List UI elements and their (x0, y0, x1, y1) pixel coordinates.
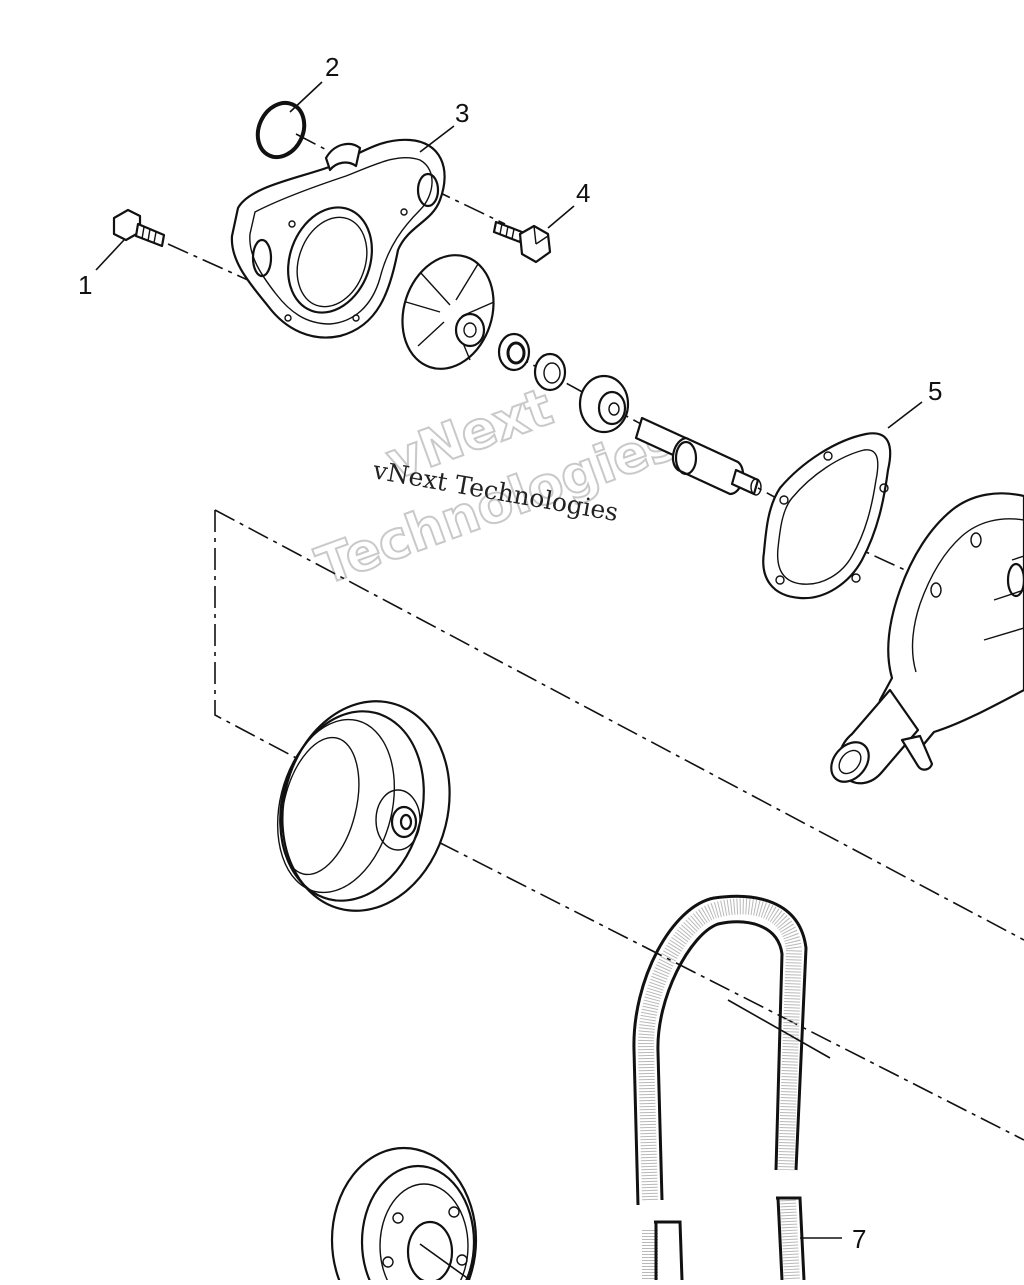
pump-housing (830, 492, 1024, 785)
shaft-seal (497, 332, 531, 372)
callout-2: 2 (325, 52, 339, 82)
leader-2 (289, 81, 323, 113)
leader-belt (727, 999, 831, 1059)
callout-5: 5 (928, 376, 942, 406)
pump-cover-part-3 (230, 138, 446, 339)
shaft-washer (533, 352, 567, 392)
callout-4: 4 (576, 178, 590, 208)
leader-3 (419, 125, 455, 153)
hex-bolt-part-4 (492, 220, 552, 264)
leader-1 (95, 239, 125, 271)
shaft-bearing (578, 374, 630, 434)
fan-pulley (276, 700, 451, 912)
leader-4 (547, 205, 575, 229)
callout-1: 1 (78, 270, 92, 300)
callout-7: 7 (852, 1224, 866, 1254)
watermark: vNext Technologies vNext Technologies (308, 376, 687, 598)
o-ring-part-2 (255, 100, 307, 160)
gasket-part-5 (762, 432, 892, 600)
drive-belt (632, 894, 808, 1281)
centre-line-frame-left (214, 510, 301, 761)
impeller (401, 254, 495, 370)
leader-lines (95, 81, 923, 1239)
leader-5 (887, 401, 923, 429)
callouts: 1 2 3 4 5 7 (78, 52, 942, 1254)
centre-line-frame-top (214, 509, 1024, 941)
centre-line-pulley (404, 824, 1024, 1141)
crank-pulley (330, 1146, 478, 1285)
callout-3: 3 (455, 98, 469, 128)
pump-shaft (634, 416, 762, 496)
flange-bolt-part-1 (112, 208, 166, 248)
